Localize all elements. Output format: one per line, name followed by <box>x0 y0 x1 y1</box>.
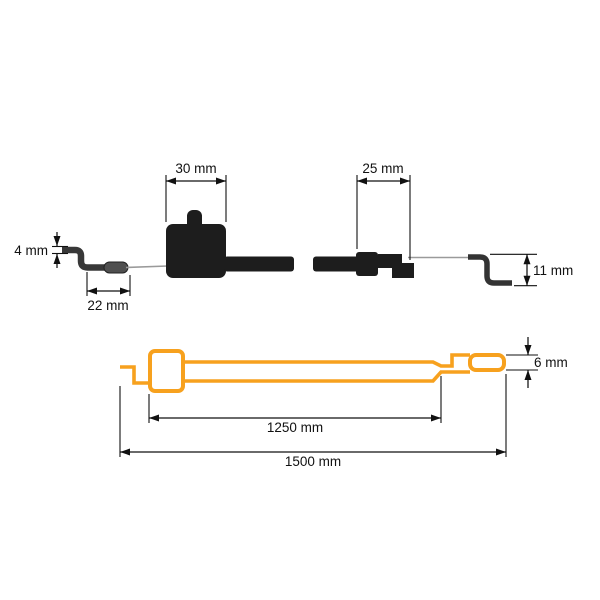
schematic-cylinder <box>148 349 185 393</box>
schematic-top-outline <box>183 353 470 368</box>
label-connector-length: 25 mm <box>362 161 403 176</box>
label-left-end-diameter: 4 mm <box>14 243 48 258</box>
inner-wire-left <box>125 265 169 269</box>
outer-cable-left <box>224 256 294 272</box>
dimension-25mm: 25 mm <box>356 161 411 260</box>
dimension-4mm: 4 mm <box>14 232 68 268</box>
right-z-bend-rod <box>468 254 512 286</box>
left-cable-ferrule <box>103 261 129 274</box>
label-overall-length: 1500 mm <box>285 454 341 469</box>
left-end-fitting-group <box>62 246 129 274</box>
connector-z-bracket <box>378 254 414 278</box>
label-inner-cable-length: 1250 mm <box>267 420 323 435</box>
cable-schematic-outline <box>120 349 506 393</box>
label-left-end-length: 22 mm <box>87 298 128 313</box>
dimension-30mm: 30 mm <box>165 161 227 222</box>
label-cylinder-width: 30 mm <box>175 161 216 176</box>
conduit-stop-group <box>166 210 226 278</box>
dimension-1500mm: 1500 mm <box>119 374 507 469</box>
connector-barrel <box>356 252 378 276</box>
adjuster-connector-group <box>356 252 414 278</box>
label-schematic-end-height: 6 mm <box>534 355 568 370</box>
schematic-bottom-outline <box>183 370 470 383</box>
dimension-22mm: 22 mm <box>86 272 131 313</box>
dimension-11mm: 11 mm <box>490 253 573 287</box>
left-z-bend-rod <box>62 246 106 271</box>
dimension-6mm: 6 mm <box>506 337 568 388</box>
dimension-1250mm: 1250 mm <box>148 376 442 435</box>
schematic-left-end <box>120 365 151 385</box>
conduit-stop-cylinder <box>166 224 226 278</box>
label-right-end-height: 11 mm <box>533 263 573 278</box>
schematic-right-end <box>468 353 506 372</box>
